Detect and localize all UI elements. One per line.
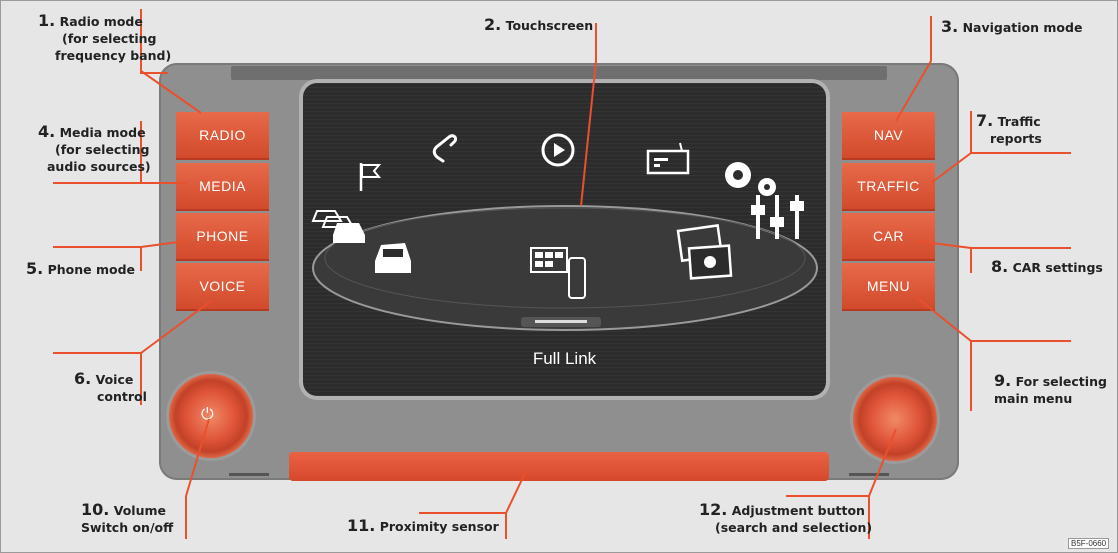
phone-handset-icon[interactable] [432,134,457,163]
gears-icon[interactable] [725,162,776,196]
traffic-button[interactable]: TRAFFIC [842,163,935,211]
traffic-cars-icon[interactable] [311,210,365,243]
callout-12: 12. Adjustment button (search and select… [699,500,873,535]
callout-2: 2. Touchscreen [484,15,594,34]
callout-11: 11. Proximity sensor [347,516,499,535]
callout-6: 6. Voice control [74,369,147,404]
volume-knob[interactable]: ⏻ [169,374,253,458]
phone-button[interactable]: PHONE [176,213,269,261]
callout-1: 1. Radio mode (for selecting frequency b… [38,11,172,63]
power-icon: ⏻ [201,404,214,423]
proximity-sensor [289,452,829,481]
photo-icon[interactable] [676,224,733,280]
callout-10: 10. Volume Switch on/off [81,500,174,535]
callout-5: 5. Phone mode [26,259,135,278]
apps-icon[interactable] [530,247,586,299]
figure-code: B5F-0660 [1068,538,1110,549]
media-button[interactable]: MEDIA [176,163,269,211]
radio-icon[interactable] [646,142,690,175]
nav-button[interactable]: NAV [842,112,935,160]
carousel-ring [312,205,818,331]
radio-button[interactable]: RADIO [176,112,269,160]
adjustment-knob[interactable] [853,377,937,461]
screen-menu-graphic [311,133,818,331]
equalizer-icon[interactable] [751,195,804,239]
flag-icon[interactable] [359,163,382,191]
menu-button[interactable]: MENU [842,263,935,311]
car-button[interactable]: CAR [842,213,935,261]
unit-top-slot [231,66,887,80]
voice-button[interactable]: VOICE [176,263,269,311]
play-icon[interactable] [541,133,575,167]
callout-7: 7. Traffic reports [976,111,1042,146]
screen-label: Full Link [532,349,597,368]
car-icon[interactable] [375,243,411,273]
callout-8: 8. CAR settings [991,257,1103,276]
callout-4: 4. Media mode (for selecting audio sourc… [38,122,151,174]
touchscreen[interactable]: Full Link [303,83,826,396]
callout-3: 3. Navigation mode [941,17,1083,36]
callout-9: 9. For selecting main menu [994,371,1107,406]
